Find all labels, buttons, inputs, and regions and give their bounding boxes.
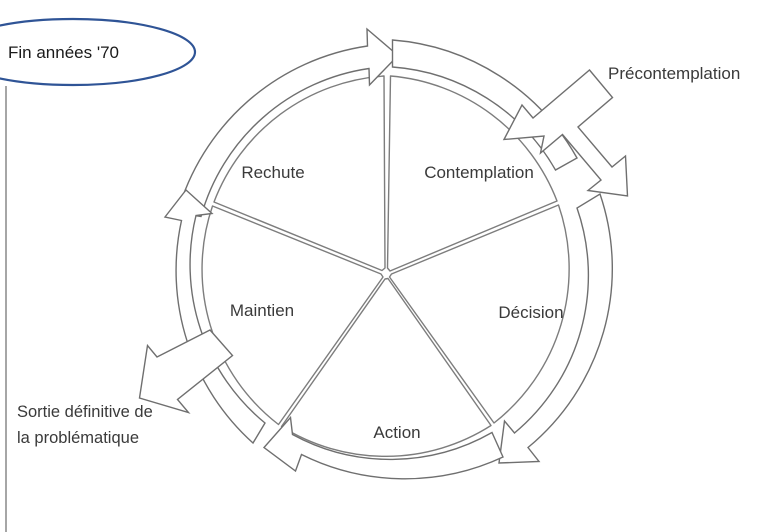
stage-label-contemplation: Contemplation: [424, 163, 534, 182]
wedge-contemplation: [386, 75, 558, 272]
callout-ellipse: [0, 17, 197, 87]
arc-arrow-action: [262, 415, 504, 480]
arc-arrow-rechute: [176, 27, 400, 218]
external-label-precontemplation: Précontemplation: [608, 64, 740, 83]
wedge-decision: [388, 204, 570, 424]
arc-arrow-contemplation: [391, 39, 578, 171]
callout-label: Fin années '70: [8, 43, 119, 62]
stage-label-rechute: Rechute: [241, 163, 304, 182]
wedge-maintien: [201, 205, 384, 426]
stage-label-decision: Décision: [498, 303, 563, 322]
stage-label-maintien: Maintien: [230, 301, 294, 320]
arc-arrow-maintien: [163, 188, 266, 445]
arrow-sortie-definitive: [138, 329, 234, 414]
stage-label-action: Action: [373, 423, 420, 442]
external-label-sortie-line2: la problématique: [17, 429, 139, 447]
arrow-precontemplation-entry: [502, 69, 629, 197]
arc-arrow-decision: [498, 192, 613, 464]
external-label-sortie-line1: Sortie définitive de: [17, 403, 153, 421]
